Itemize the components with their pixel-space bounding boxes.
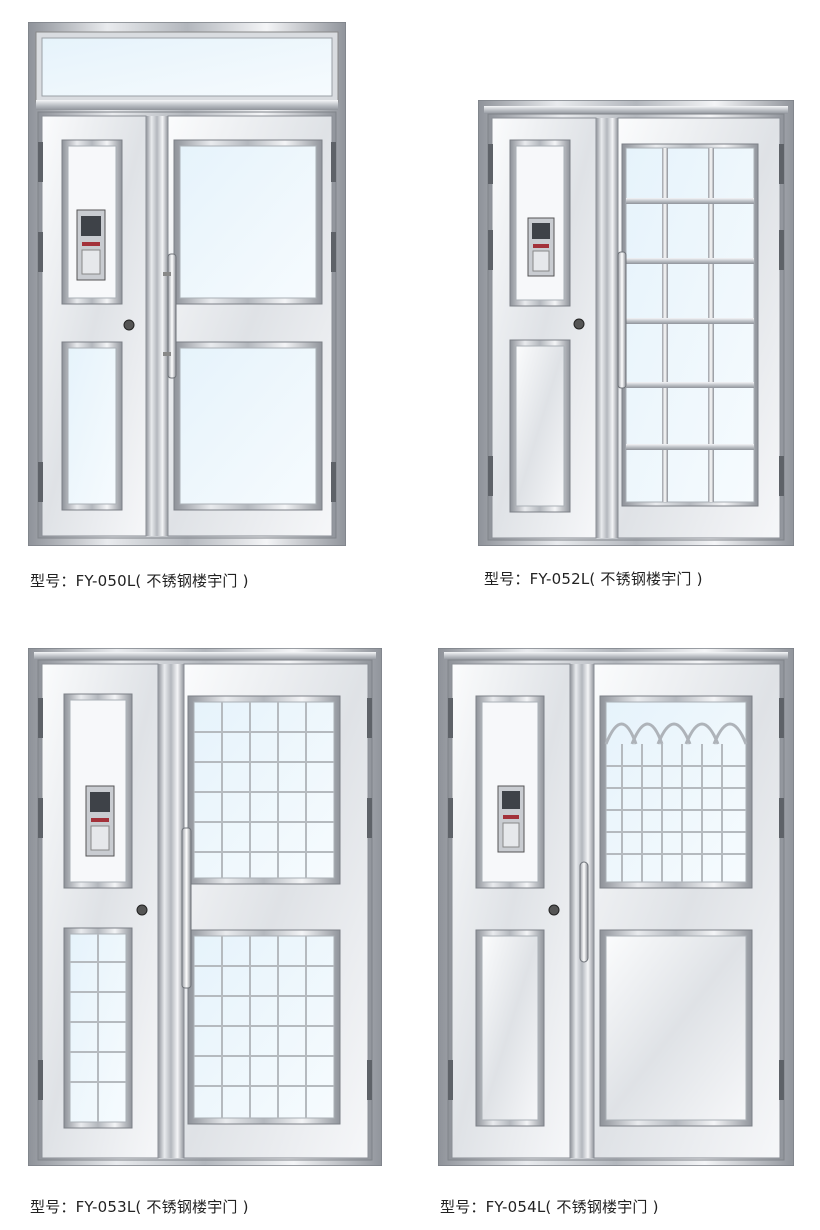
door-fy-050l — [28, 22, 346, 546]
caption-fy-053l: 型号：FY-053L( 不锈钢楼宇门 ) — [30, 1198, 249, 1216]
caption-fy-054l: 型号：FY-054L( 不锈钢楼宇门 ) — [440, 1198, 659, 1216]
door-fy-053l — [28, 648, 382, 1166]
door-fy-052l — [478, 100, 794, 546]
door-fy-054l — [438, 648, 794, 1166]
caption-fy-052l: 型号：FY-052L( 不锈钢楼宇门 ) — [484, 570, 703, 588]
caption-fy-050l: 型号：FY-050L( 不锈钢楼宇门 ) — [30, 572, 249, 590]
